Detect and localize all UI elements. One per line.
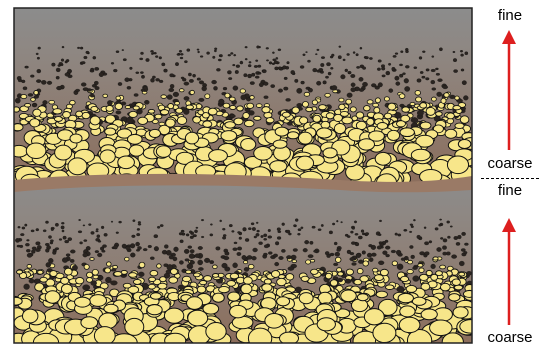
- bed-upper: [5, 8, 480, 193]
- label-fine-top: fine: [475, 8, 543, 24]
- label-fine-middle: fine: [475, 183, 543, 199]
- label-coarse-bottom: coarse: [475, 330, 543, 346]
- bed-divider-line: [481, 178, 539, 179]
- bed-lower: [8, 178, 482, 352]
- label-coarse-middle: coarse: [475, 156, 543, 172]
- fining-arrow-lower-head: [502, 218, 516, 232]
- fining-arrow-upper-head: [502, 30, 516, 44]
